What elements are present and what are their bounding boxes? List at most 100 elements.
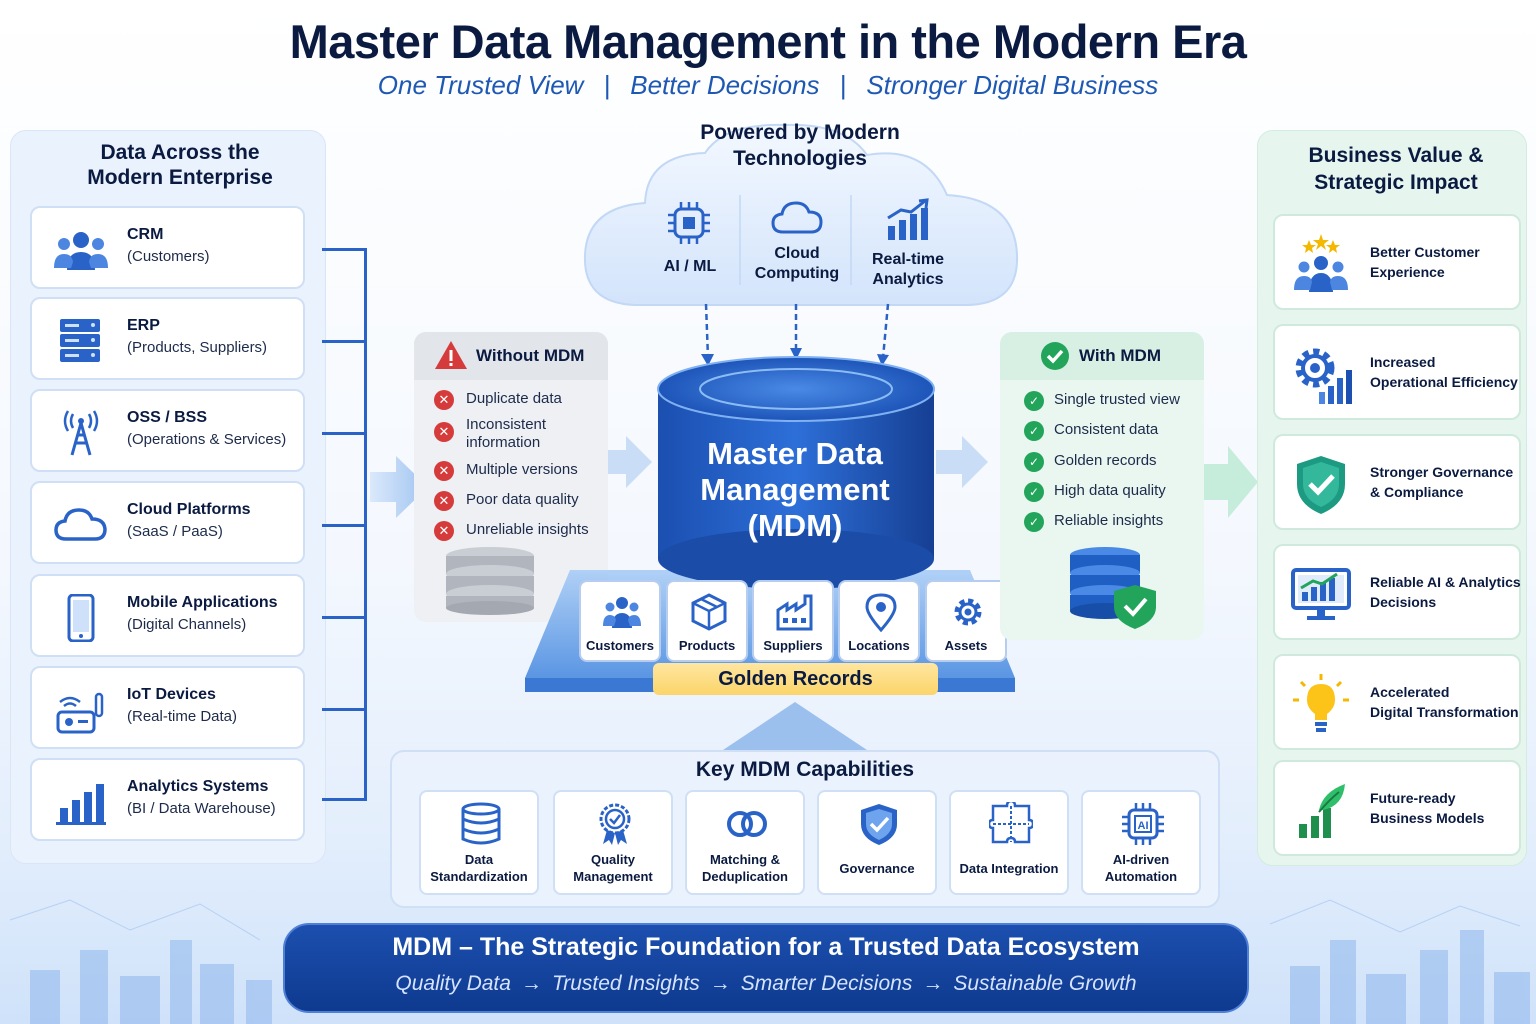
source-desc: (Customers)	[127, 248, 210, 265]
secure-database-icon	[1070, 547, 1156, 629]
capability-card-standardization: Data Standardization	[419, 790, 539, 895]
page-title: Master Data Management in the Modern Era	[289, 15, 1247, 68]
without-item: Multiple versions	[466, 461, 578, 478]
check-circle-icon	[1041, 342, 1069, 370]
without-item: Poor data quality	[466, 491, 579, 508]
source-card-cloud: Cloud Platforms (SaaS / PaaS)	[30, 481, 305, 564]
connector-line	[322, 340, 366, 343]
value-label-line1: Reliable AI & Analytics	[1370, 574, 1521, 590]
entity-card-assets: Assets	[925, 580, 1007, 662]
value-label-line1: Accelerated	[1370, 684, 1450, 700]
bar-chart-icon	[56, 784, 106, 825]
value-card-digital-transformation: Accelerated Digital Transformation	[1273, 654, 1521, 750]
x-icon: ✕	[434, 461, 454, 481]
value-label-line1: Stronger Governance	[1370, 464, 1514, 480]
entity-label: Assets	[944, 638, 988, 653]
up-arrow-icon	[720, 702, 870, 752]
arrow-icon: →	[709, 972, 731, 995]
source-desc: (Real-time Data)	[127, 708, 238, 725]
factory-icon	[776, 594, 813, 631]
value-label: Future-ready Business Models	[1370, 788, 1522, 828]
source-desc: (SaaS / PaaS)	[127, 523, 223, 540]
value-card-customer-experience: Better Customer Experience	[1273, 214, 1521, 310]
data-sources-title: Data Across the Modern Enterprise	[10, 140, 350, 190]
users-icon	[54, 232, 108, 270]
lightbulb-icon	[1293, 674, 1349, 732]
shield-check-icon	[861, 804, 897, 845]
without-item: Duplicate data	[466, 390, 562, 407]
subtitle-part-3: Stronger Digital Business	[866, 70, 1159, 100]
golden-records-label: Golden Records	[653, 663, 938, 695]
page-subtitle: One Trusted View|Better Decisions|Strong…	[0, 70, 1536, 101]
footer-flow-step: Quality Data	[395, 972, 511, 995]
tech-cloud	[583, 123, 1019, 306]
with-item: Single trusted view	[1054, 391, 1180, 408]
flow-arrow-icon	[370, 456, 428, 518]
monitor-chart-icon	[1291, 568, 1351, 620]
capability-label: Matching &	[709, 852, 781, 867]
capability-label: Data	[464, 852, 494, 867]
tech-label-cloud-line1: Cloud	[774, 245, 820, 262]
tech-label-cloud-line2: Computing	[754, 265, 840, 282]
mdm-title-line1: Master Data	[707, 436, 883, 471]
box-icon	[691, 593, 727, 631]
value-card-operational-efficiency: Increased Operational Efficiency	[1273, 324, 1521, 420]
capability-card-quality: Quality Management	[553, 790, 673, 895]
tech-title-line2: Technologies	[733, 147, 867, 170]
value-label: Stronger Governance & Compliance	[1370, 462, 1522, 502]
tech-label-analytics-line1: Real-time	[871, 251, 945, 268]
source-name: Analytics Systems	[127, 778, 269, 795]
grey-database-icon	[446, 547, 534, 615]
value-card-governance: Stronger Governance & Compliance	[1273, 434, 1521, 530]
value-label-line1: Future-ready	[1370, 790, 1456, 806]
cloud-icon	[771, 201, 823, 234]
without-item: Unreliable insights	[466, 521, 589, 538]
warning-icon	[435, 341, 467, 369]
rings-icon	[727, 811, 767, 837]
value-card-ai-analytics: Reliable AI & Analytics Decisions	[1273, 544, 1521, 640]
value-card-future-ready: Future-ready Business Models	[1273, 760, 1521, 856]
source-card-analytics: Analytics Systems (BI / Data Warehouse)	[30, 758, 305, 841]
check-icon: ✓	[1024, 512, 1044, 532]
source-name: Mobile Applications	[127, 594, 278, 611]
entity-card-suppliers: Suppliers	[752, 580, 834, 662]
value-label: Better Customer Experience	[1370, 242, 1522, 282]
capability-card-governance: Governance	[817, 790, 937, 895]
entity-card-customers: Customers	[579, 580, 661, 662]
footer-flow-step: Trusted Insights	[551, 972, 700, 995]
value-label-line2: Decisions	[1370, 594, 1437, 610]
connector-line	[322, 524, 366, 527]
footer-flow: Quality Data→Trusted Insights→Smarter De…	[283, 972, 1249, 996]
footer-title: MDM – The Strategic Foundation for a Tru…	[392, 933, 1140, 961]
source-desc: (Digital Channels)	[127, 616, 247, 633]
mdm-title-line2: Management	[700, 472, 890, 507]
check-icon: ✓	[1024, 391, 1044, 411]
capabilities-title: Key MDM Capabilities	[695, 758, 915, 781]
tech-label-cloud: Cloud Computing	[742, 244, 852, 284]
mdm-title: Master Data Management (MDM)	[665, 436, 925, 544]
growth-leaf-icon	[1299, 784, 1345, 838]
flow-arrow-icon	[936, 436, 988, 488]
x-icon: ✕	[434, 422, 454, 442]
tech-title: Powered by Modern Technologies	[640, 120, 960, 172]
check-icon: ✓	[1024, 421, 1044, 441]
cloud-icon	[54, 508, 107, 541]
quality-badge-icon	[599, 803, 631, 845]
source-card-iot: IoT Devices (Real-time Data)	[30, 666, 305, 749]
tech-arrows	[701, 303, 890, 366]
puzzle-icon	[989, 802, 1033, 844]
source-name: IoT Devices	[127, 686, 216, 703]
connector-bracket	[364, 248, 367, 801]
check-icon: ✓	[1024, 452, 1044, 472]
value-label: Reliable AI & Analytics Decisions	[1370, 572, 1522, 612]
entity-label: Customers	[586, 638, 654, 653]
svg-text:AI: AI	[1138, 820, 1149, 832]
subtitle-part-2: Better Decisions	[630, 70, 820, 100]
data-sources-title-line2: Modern Enterprise	[87, 166, 273, 189]
value-label-line1: Better Customer	[1370, 244, 1480, 260]
flow-arrow-icon	[604, 436, 652, 488]
capability-label: Data Integration	[959, 861, 1059, 876]
value-label: Increased Operational Efficiency	[1370, 352, 1522, 392]
server-icon	[60, 319, 100, 362]
source-name: OSS / BSS	[127, 409, 208, 426]
